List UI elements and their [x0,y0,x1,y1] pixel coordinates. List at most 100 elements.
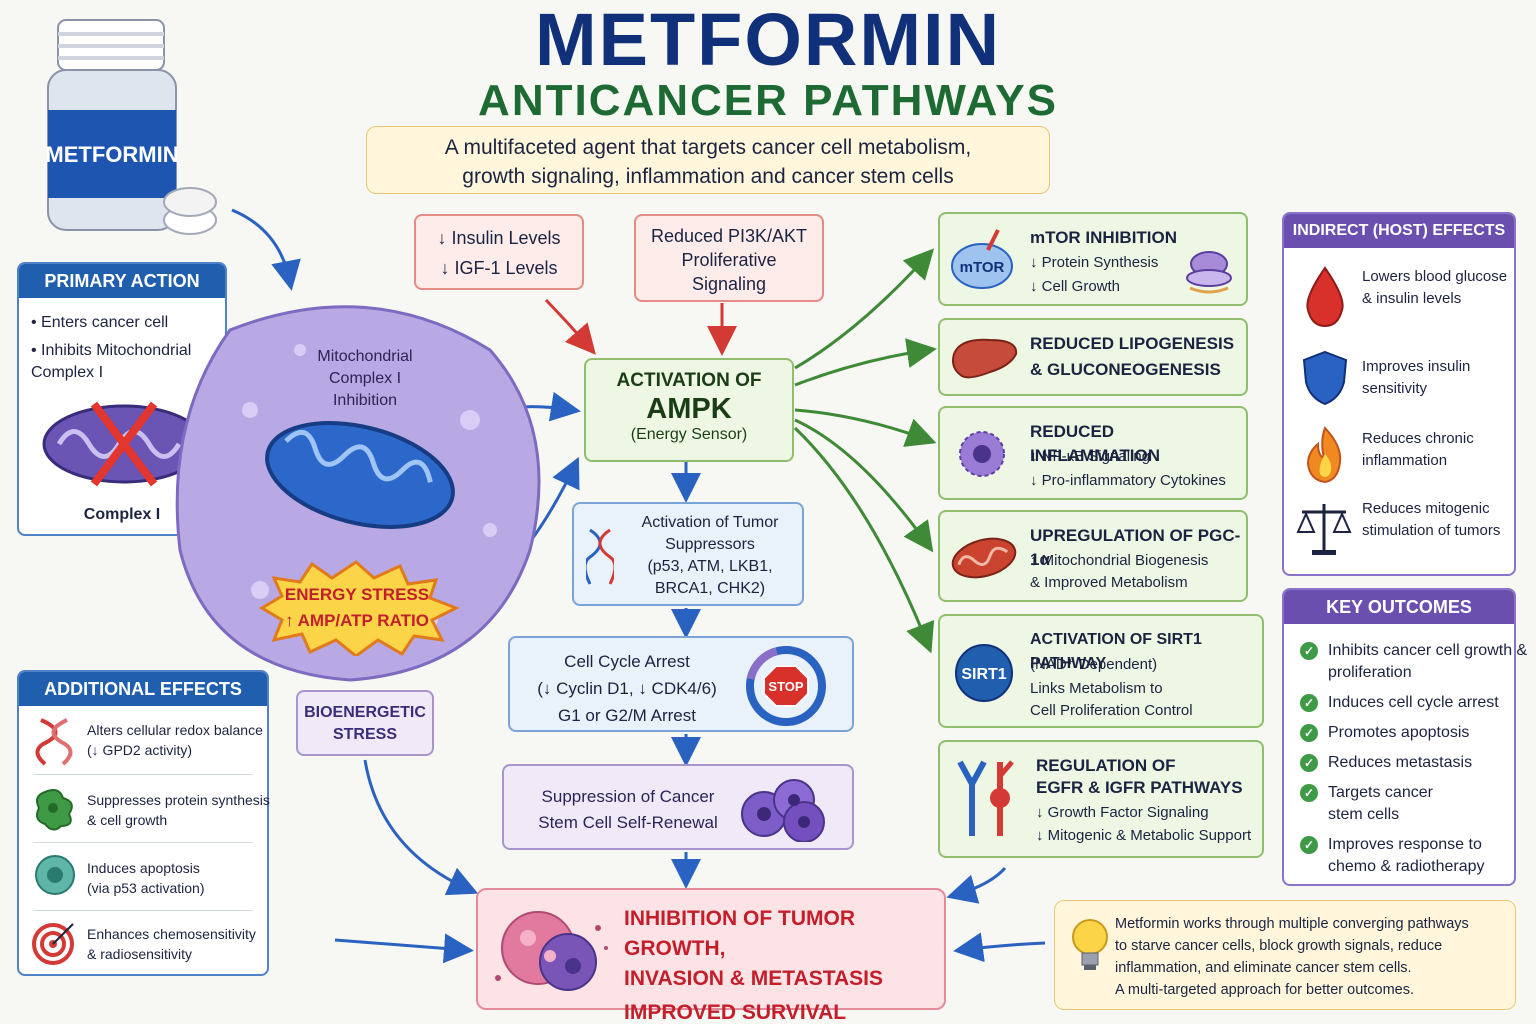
lipogenesis-title-2: & GLUCONEOGENESIS [1030,360,1221,379]
liver-icon [952,338,1018,379]
egfr-igfr-box: REGULATION OF EGFR & IGFR PATHWAYS ↓ Gro… [938,740,1264,858]
indirect-item-3: Reduces chronic inflammation [1362,430,1474,469]
additional-effects-header: ADDITIONAL EFFECTS [19,672,267,706]
primary-bullet-1: • Enters cancer cell [31,314,169,331]
cell-icon [35,855,75,895]
outcome-2: ✓Induces cell cycle arrest [1300,692,1499,714]
ribosome-icon [1186,251,1232,294]
summary-line-2: to starve cancer cells, block growth sig… [1115,938,1443,954]
additional-item-2: Suppresses protein synthesis& cell growt… [87,792,270,828]
outcome-6: ✓Improves response to chemo & radiothera… [1300,834,1485,875]
shield-icon [1302,350,1348,406]
sirt1-title: ACTIVATION OF SIRT1 PATHWAY [1030,631,1202,672]
summary-box: Metformin works through multiple converg… [1054,900,1516,1010]
inflammation-line-2: ↓ Pro-inflammatory Cytokines [1030,472,1226,489]
description-line-2: growth signaling, inflammation and cance… [462,165,954,188]
description-line-1: A multifaceted agent that targets cancer… [444,136,972,159]
check-icon: ✓ [1300,724,1318,742]
mitochondria-icon [951,537,1017,579]
pi3k-akt-box: Reduced PI3K/AKT Proliferative Signaling [634,214,824,302]
divider [33,774,253,775]
divider [33,842,253,843]
summary-line-1: Metformin works through multiple converg… [1115,916,1469,932]
stem-cells-icon [741,779,825,842]
check-icon: ✓ [1300,642,1318,660]
main-subtitle: ANTICANCER PATHWAYS [478,76,1058,125]
sirt1-line-3: Cell Proliferation Control [1030,702,1193,719]
protein-icon [36,789,73,831]
cancer-cell-illustration [175,305,541,682]
mtor-line-2: ↓ Cell Growth [1030,278,1121,295]
immune-cell-icon [959,431,1005,477]
outcome-1: ✓Inhibits cancer cell growth & prolifera… [1300,640,1527,681]
dna-icon [35,718,73,766]
insulin-levels-box: ↓ Insulin Levels ↓ IGF-1 Levels [414,214,584,290]
balance-scale-icon [1296,504,1352,555]
outcome-5: ✓Targets cancer stem cells [1300,782,1433,823]
dna-icon [586,528,614,585]
cell-cycle-arrest-box: Cell Cycle Arrest (↓ Cyclin D1, ↓ CDK4/6… [508,636,854,732]
description-box: A multifaceted agent that targets cancer… [366,126,1050,194]
ampk-activation-box: ACTIVATION OF AMPK (Energy Sensor) [584,358,794,462]
additional-item-1: Alters cellular redox balance(↓ GPD2 act… [87,722,263,758]
outcome-4: ✓Reduces metastasis [1300,752,1472,774]
tumor-cells-icon [495,911,608,991]
stem-cell-suppression-box: Suppression of Cancer Stem Cell Self-Ren… [502,764,854,850]
mtor-inhibition-box: mTOR mTOR INHIBITION ↓ Protein Synthesis… [938,212,1248,306]
stop-cycle-icon: STOP [746,646,826,726]
mitochondria-blocked-icon [42,401,206,487]
stop-label: STOP [768,679,803,694]
sirt1-icon-label: SIRT1 [961,666,1006,683]
blood-drop-icon [1306,266,1344,328]
indirect-effects-panel: INDIRECT (HOST) EFFECTS Lowers blood glu… [1282,212,1516,576]
outcome-3: ✓Promotes apoptosis [1300,722,1469,744]
sirt1-box: SIRT1 ACTIVATION OF SIRT1 PATHWAY (NAD⁺ … [938,614,1264,728]
indirect-item-2: Improves insulin sensitivity [1362,358,1471,397]
check-icon: ✓ [1300,836,1318,854]
additional-effects-panel: ADDITIONAL EFFECTS Alters cellular redox… [17,670,270,976]
flame-icon [1306,426,1342,484]
energy-stress-label: ENERGY STRESS ↑ AMP/ATP RATIO [284,585,430,630]
egfr-title-1: REGULATION OF [1036,756,1176,775]
key-outcomes-panel: KEY OUTCOMES ✓Inhibits cancer cell growt… [1282,588,1527,886]
mtor-icon-label: mTOR [960,259,1005,276]
sirt1-icon: SIRT1 [955,644,1013,702]
primary-action-header: PRIMARY ACTION [19,264,225,298]
bioenergetic-stress-box: BIOENERGETIC STRESS [296,690,434,756]
lipogenesis-box: REDUCED LIPOGENESIS & GLUCONEOGENESIS [938,318,1248,396]
egfr-title-2: EGFR & IGFR PATHWAYS [1036,778,1243,797]
bottle-label: METFORMIN [45,142,178,167]
pgc1a-line-1: ↑ Mitochondrial Biogenesis [1030,552,1209,569]
egfr-line-2: ↓ Mitogenic & Metabolic Support [1036,827,1252,844]
inflammation-box: REDUCED INFLAMMATION ↓ NF-κB Signaling ↓… [938,406,1248,500]
summary-line-3: inflammation, and eliminate cancer stem … [1115,960,1412,976]
primary-bullet-2: • Inhibits Mitochondrial Complex I [31,342,192,381]
lightbulb-icon [1072,919,1108,970]
check-icon: ✓ [1300,694,1318,712]
check-icon: ✓ [1300,784,1318,802]
cell-label: Mitochondrial Complex I Inhibition [317,348,413,409]
main-title: METFORMIN [534,0,1002,81]
check-icon: ✓ [1300,754,1318,772]
indirect-item-4: Reduces mitogenic stimulation of tumors [1362,500,1501,539]
inflammation-line-1: ↓ NF-κB Signaling [1030,448,1151,465]
sirt1-line-2: Links Metabolism to [1030,680,1163,697]
pgc1a-line-2: & Improved Metabolism [1030,574,1188,591]
additional-item-4: Enhances chemosensitivity& radiosensitiv… [87,926,256,962]
mtor-title: mTOR INHIBITION [1030,228,1178,247]
indirect-effects-header: INDIRECT (HOST) EFFECTS [1284,214,1514,248]
key-outcomes-header: KEY OUTCOMES [1284,590,1514,624]
inflammation-title: REDUCED INFLAMMATION [1030,422,1160,465]
egfr-line-1: ↓ Growth Factor Signaling [1036,804,1209,821]
sirt1-line-1: (NAD⁺ Dependent) [1030,656,1158,673]
pill-bottle-icon: METFORMIN [45,19,217,235]
tumor-suppressors-box: Activation of Tumor Suppressors (p53, AT… [572,502,804,606]
target-icon [32,923,74,965]
energy-stress-burst [259,560,460,656]
mtor-icon: mTOR [951,229,1013,289]
summary-line-4: A multi-targeted approach for better out… [1115,982,1415,998]
pgc1a-box: UPREGULATION OF PGC-1α ↑ Mitochondrial B… [938,510,1248,602]
lipogenesis-title-1: REDUCED LIPOGENESIS [1030,334,1235,353]
pgc1a-title: UPREGULATION OF PGC-1α [1030,526,1241,569]
receptor-icon [957,760,1014,836]
